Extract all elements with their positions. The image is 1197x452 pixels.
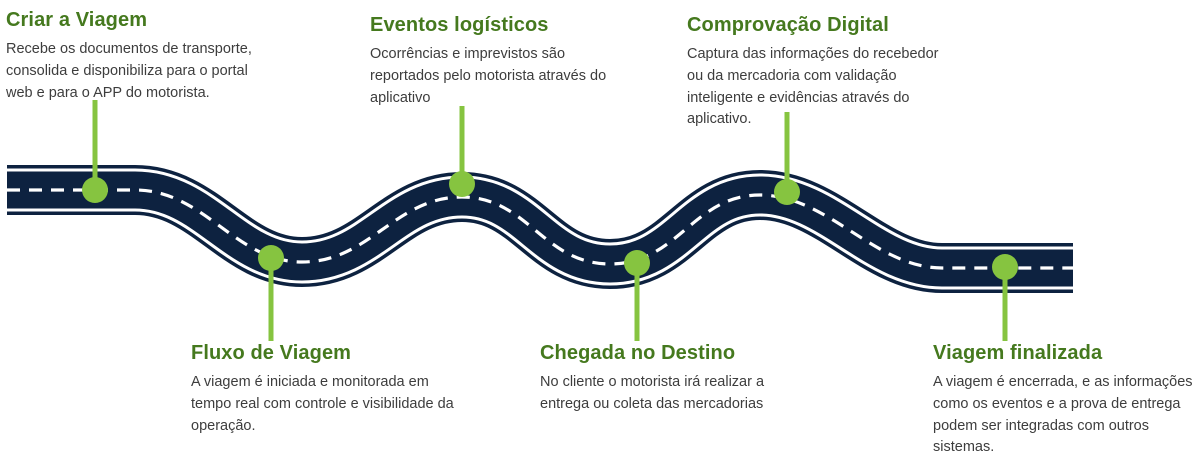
milestone-title: Chegada no Destino: [540, 342, 736, 364]
milestone-note-eventos-logisticos: Eventos logísticos Ocorrências e imprevi…: [370, 13, 610, 109]
milestone-description: A viagem é encerrada, e as informações c…: [933, 374, 1193, 452]
milestone-description: Recebe os documentos de transporte, cons…: [6, 41, 252, 101]
milestone-title: Eventos logísticos: [370, 14, 549, 36]
milestone-note-fluxo-de-viagem: Fluxo de Viagem A viagem é iniciada e mo…: [191, 341, 459, 437]
milestone-description: Captura das informações do recebedor ou …: [687, 46, 939, 128]
milestone-dot-criar-a-viagem: [82, 177, 108, 203]
road-surface: [7, 171, 1073, 287]
milestone-note-chegada-no-destino: Chegada no Destino No cliente o motorist…: [540, 341, 802, 416]
milestone-description: A viagem é iniciada e monitorada em temp…: [191, 374, 454, 434]
milestone-description: Ocorrências e imprevistos são reportados…: [370, 46, 607, 106]
milestone-dot-viagem-finalizada: [992, 254, 1018, 280]
milestone-note-viagem-finalizada: Viagem finalizada A viagem é encerrada, …: [933, 341, 1197, 452]
milestone-dot-comprovacao-digital: [774, 179, 800, 205]
milestone-title: Criar a Viagem: [6, 9, 148, 31]
milestone-title: Fluxo de Viagem: [191, 342, 352, 364]
milestone-note-comprovacao-digital: Comprovação Digital Captura das informaç…: [687, 13, 945, 131]
milestone-dot-fluxo-de-viagem: [258, 245, 284, 271]
milestone-title: Viagem finalizada: [933, 342, 1103, 364]
milestone-description: No cliente o motorista irá realizar a en…: [540, 374, 765, 412]
milestone-dot-chegada-no-destino: [624, 250, 650, 276]
milestone-dot-eventos-logisticos: [449, 171, 475, 197]
milestone-note-criar-a-viagem: Criar a Viagem Recebe os documentos de t…: [6, 8, 278, 104]
milestone-title: Comprovação Digital: [687, 14, 889, 36]
